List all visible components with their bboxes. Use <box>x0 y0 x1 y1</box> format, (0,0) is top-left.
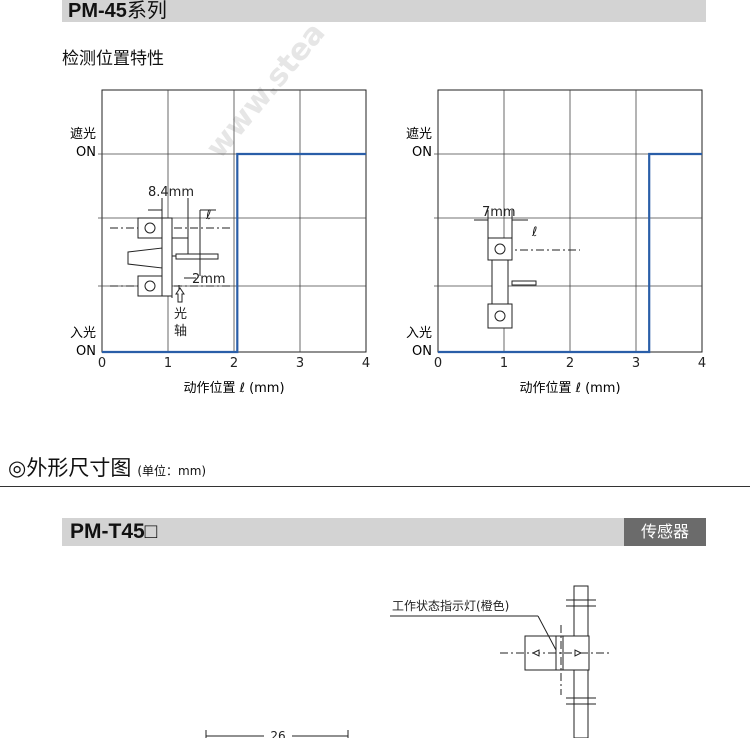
y-label-blocked-top: 遮光 <box>406 126 432 142</box>
y-label-light-bottom: ON <box>76 344 96 359</box>
chart-right-ticks: 0 1 2 3 4 <box>434 356 706 371</box>
x-axis-label: 动作位置 ℓ (mm) <box>183 381 284 396</box>
section-title: 检测位置特性 <box>62 49 164 69</box>
model-title: PM-T45□ <box>70 520 158 543</box>
dimension-drawing: 工作状态指示灯(橙色) 26 <box>205 585 610 738</box>
model-bar: PM-T45□ 传感器 <box>62 518 706 546</box>
y-label-blocked-bottom: ON <box>76 145 96 160</box>
inset-gap-label: 2mm <box>192 272 226 287</box>
y-label-light-top: 入光 <box>70 326 96 341</box>
inset-axis-label-2: 轴 <box>174 324 187 339</box>
inset-ell-label: ℓ <box>205 208 211 223</box>
series-header: PM-45系列 <box>62 0 706 22</box>
inset-axis-label-1: 光 <box>174 307 187 322</box>
x-tick-label: 4 <box>362 356 370 371</box>
y-label-blocked-top: 遮光 <box>70 126 96 142</box>
series-line-left <box>102 152 366 354</box>
section-divider <box>0 486 750 487</box>
x-axis-label: 动作位置 ℓ (mm) <box>519 381 620 396</box>
x-tick-label: 1 <box>500 356 508 371</box>
indicator-label: 工作状态指示灯(橙色) <box>392 598 509 613</box>
inset-ell-label: ℓ <box>531 225 537 240</box>
watermark: www.stea <box>199 16 332 165</box>
series-suffix: 系列 <box>126 0 167 22</box>
inset-sensor-left <box>110 198 230 298</box>
x-tick-label: 0 <box>98 356 106 371</box>
sensor-badge: 传感器 <box>624 518 706 546</box>
chart-right: 遮光 ON 入光 ON 0 1 2 3 4 动作位置 ℓ (mm) 7mm ℓ <box>406 89 706 396</box>
dims-heading: ◎外形尺寸图 (单位：mm) <box>8 452 206 482</box>
y-label-light-bottom: ON <box>412 344 432 359</box>
chart-left-ticks: 0 1 2 3 4 <box>98 356 370 371</box>
inset-dim-label: 7mm <box>482 205 516 220</box>
dim-26-line <box>205 730 349 738</box>
x-tick-label: 3 <box>296 356 304 371</box>
dims-unit: (单位：mm) <box>137 464 207 478</box>
sensor-outline <box>390 585 610 738</box>
x-tick-label: 1 <box>164 356 172 371</box>
y-label-light-top: 入光 <box>406 326 432 341</box>
chart-left: 遮光 ON 入光 ON 0 1 2 3 4 动作位置 ℓ (mm) 8.4mm ℓ 2m… <box>70 89 370 396</box>
dim-26-label: 26 <box>270 729 285 738</box>
series-line-right <box>438 152 702 354</box>
inset-dim-label: 8.4mm <box>148 185 194 200</box>
optical-axis-arrow-icon <box>175 287 185 303</box>
circle-symbol-icon: ◎ <box>8 456 27 480</box>
inset-sensor-right <box>474 210 580 329</box>
x-tick-label: 4 <box>698 356 706 371</box>
series-model: PM-45 <box>68 0 127 22</box>
x-tick-label: 3 <box>632 356 640 371</box>
x-tick-label: 2 <box>566 356 574 371</box>
dims-title: 外形尺寸图 <box>26 456 132 480</box>
y-label-blocked-bottom: ON <box>412 145 432 160</box>
chart-right-grid <box>434 89 703 353</box>
x-tick-label: 2 <box>230 356 238 371</box>
x-tick-label: 0 <box>434 356 442 371</box>
series-title: PM-45系列 <box>68 0 167 23</box>
